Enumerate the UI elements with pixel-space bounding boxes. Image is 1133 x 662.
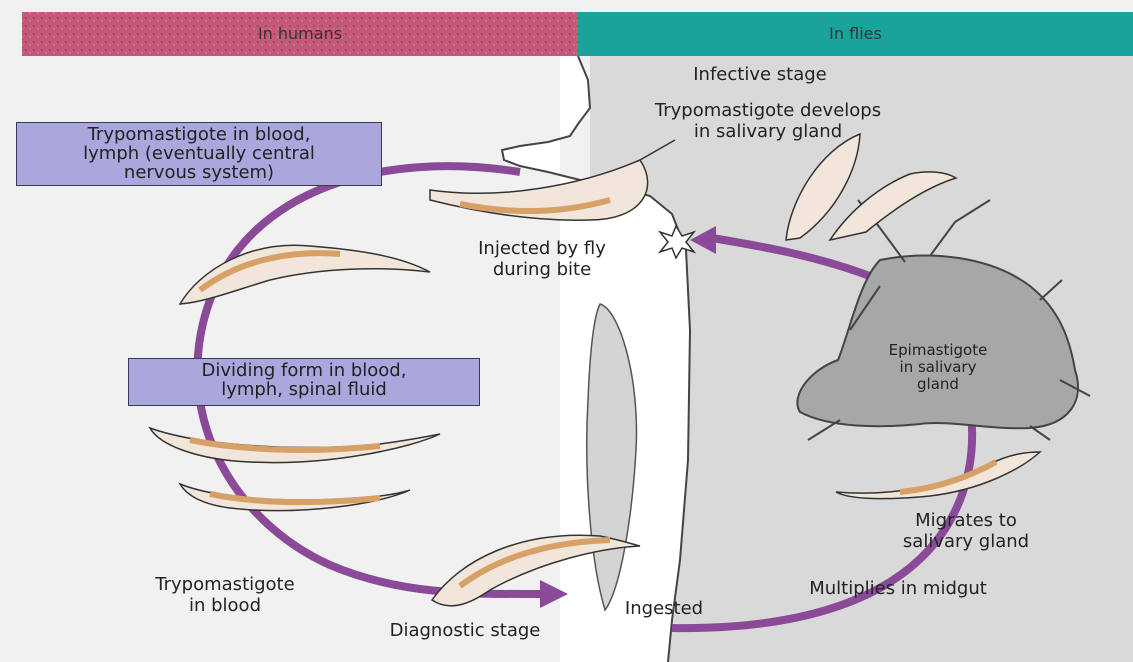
- box-line: nervous system): [21, 163, 377, 182]
- diagnostic-stage-label: Diagnostic stage: [340, 620, 590, 641]
- label-line: Trypomastigote develops: [598, 100, 938, 121]
- label-line: salivary gland: [856, 531, 1076, 552]
- label-line: during bite: [432, 259, 652, 280]
- box-line: Dividing form in blood,: [133, 361, 475, 380]
- label-box-trypomastigote-blood-lymph: Trypomastigote in blood, lymph (eventual…: [16, 122, 382, 186]
- label-line: Trypomastigote: [130, 574, 320, 595]
- epimastigote-label: Epimastigote in salivary gland: [848, 342, 1028, 393]
- label-line: Injected by fly: [432, 238, 652, 259]
- develops-salivary-label: Trypomastigote develops in salivary glan…: [598, 100, 938, 142]
- label-line: gland: [848, 376, 1028, 393]
- box-line: lymph (eventually central: [21, 144, 377, 163]
- label-line: in blood: [130, 595, 320, 616]
- label-line: in salivary gland: [598, 121, 938, 142]
- injected-by-fly-label: Injected by fly during bite: [432, 238, 652, 280]
- migrates-label: Migrates to salivary gland: [856, 510, 1076, 552]
- trypomastigote-blood-label: Trypomastigote in blood: [130, 574, 320, 616]
- humans-header-label: In humans: [22, 12, 578, 56]
- box-line: lymph, spinal fluid: [133, 380, 475, 399]
- label-line: Epimastigote: [848, 342, 1028, 359]
- label-box-dividing-form: Dividing form in blood, lymph, spinal fl…: [128, 358, 480, 406]
- multiplies-label: Multiplies in midgut: [758, 578, 1038, 599]
- label-line: in salivary: [848, 359, 1028, 376]
- infective-stage-label: Infective stage: [640, 64, 880, 85]
- box-line: Trypomastigote in blood,: [21, 125, 377, 144]
- flies-header-label: In flies: [578, 12, 1133, 56]
- label-line: Migrates to: [856, 510, 1076, 531]
- ingested-label: Ingested: [604, 598, 724, 619]
